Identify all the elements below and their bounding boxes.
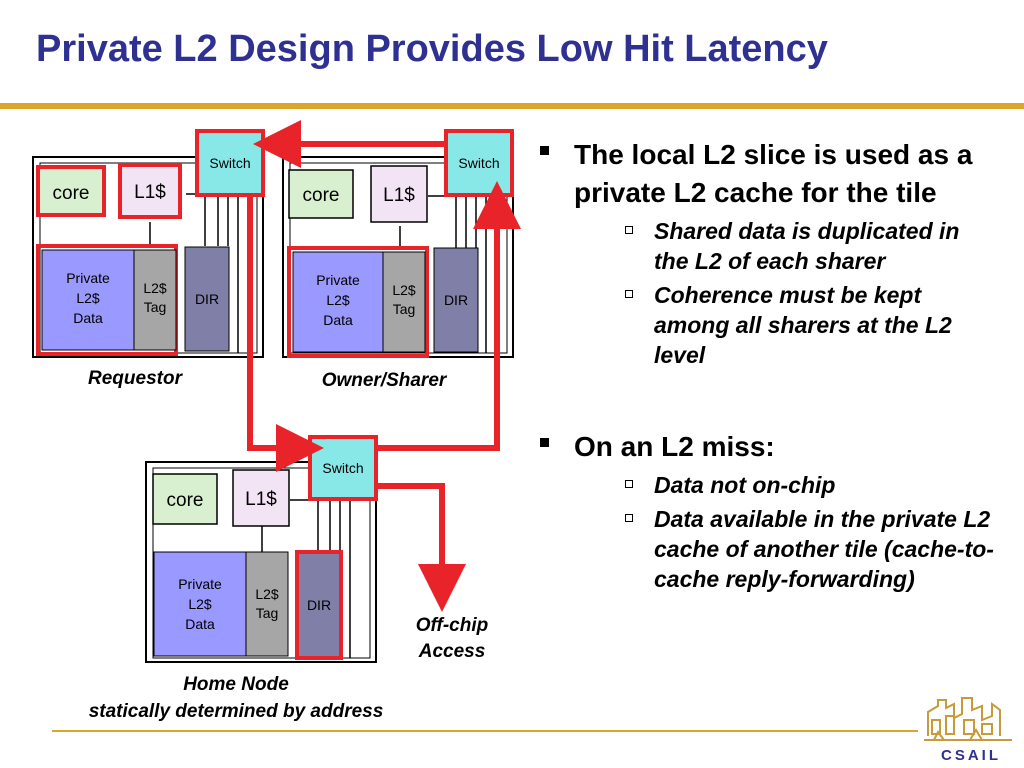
private-l2-highlight <box>287 246 429 358</box>
l1-cache-box <box>370 165 428 223</box>
private-l2-data-box <box>292 251 384 353</box>
sub-bullet-text: Data not on-chip <box>654 472 836 498</box>
home-node-label: Home Node <box>183 674 289 695</box>
dir-label: DIR <box>195 291 219 307</box>
core-box <box>152 473 218 525</box>
l1-cache-label: L1$ <box>134 182 166 203</box>
bullet-list: The local L2 slice is used as a private … <box>540 136 1000 608</box>
offchip-label-line-1: Off-chip <box>416 615 488 636</box>
private-l2-data-line-1: Private <box>66 270 110 286</box>
offchip-label-line-2: Access <box>418 641 486 662</box>
private-l2-data-line-2: L2$ <box>76 290 100 306</box>
sub-bullet-text: Shared data is duplicated in the L2 of e… <box>654 218 960 274</box>
l2-tag-box <box>245 551 289 657</box>
l2-tag-line-2: Tag <box>144 299 167 315</box>
path-home-to-owner <box>376 181 521 451</box>
logo-buildings-icon <box>924 697 1012 741</box>
square-bullet-icon <box>540 438 549 447</box>
switch-label: Switch <box>322 460 363 476</box>
title-divider <box>0 103 1024 109</box>
private-l2-data-box <box>153 551 247 657</box>
tile-owner-sharer: core L1$ Private L2$ Data L2$ Tag DIR Sw… <box>282 129 514 391</box>
switch-box <box>195 129 265 197</box>
sub-bullet-text: Coherence must be kept among all sharers… <box>654 282 952 368</box>
l2-tag-box <box>382 251 426 353</box>
dir-box <box>295 550 343 660</box>
core-label: core <box>53 183 90 204</box>
bullet-text: On an L2 miss: <box>574 431 775 462</box>
sub-bullet-coherence: Coherence must be kept among all sharers… <box>574 280 1000 370</box>
hollow-square-bullet-icon <box>625 290 633 298</box>
core-box <box>288 169 354 219</box>
core-label: core <box>303 185 340 206</box>
dir-label: DIR <box>444 292 468 308</box>
square-bullet-icon <box>540 146 549 155</box>
footer-divider <box>52 730 918 732</box>
l2-tag-line-2: Tag <box>256 605 279 621</box>
switch-label: Switch <box>458 155 499 171</box>
dir-label: DIR <box>307 597 331 613</box>
message-paths <box>247 120 521 612</box>
l2-tag-line-1: L2$ <box>143 280 167 296</box>
home-node-sublabel: statically determined by address <box>89 701 384 722</box>
tile-outline <box>32 156 264 358</box>
l2-tag-line-1: L2$ <box>255 586 279 602</box>
private-l2-data-line-3: Data <box>73 310 103 326</box>
hollow-square-bullet-icon <box>625 480 633 488</box>
sub-bullet-duplicated: Shared data is duplicated in the L2 of e… <box>574 216 1000 276</box>
hollow-square-bullet-icon <box>625 514 633 522</box>
private-l2-data-line-3: Data <box>323 312 353 328</box>
tile-diagram: core L1$ Private L2$ Data L2$ Tag DIR Sw… <box>32 120 521 722</box>
l1-cache-box <box>118 163 182 219</box>
slide-title: Private L2 Design Provides Low Hit Laten… <box>36 28 828 70</box>
csail-buildings-logo: CSAIL <box>924 697 1012 764</box>
private-l2-data-line-1: Private <box>178 576 222 592</box>
tile-requestor: core L1$ Private L2$ Data L2$ Tag DIR Sw… <box>32 129 265 389</box>
l2-tag-line-1: L2$ <box>392 282 416 298</box>
l1-cache-label: L1$ <box>245 489 277 510</box>
private-l2-data-line-1: Private <box>316 272 360 288</box>
dir-box <box>433 247 479 353</box>
requestor-label: Requestor <box>88 368 184 389</box>
private-l2-data-line-2: L2$ <box>326 292 350 308</box>
path-requestor-to-home <box>247 195 324 472</box>
sub-bullet-other-tile: Data available in the private L2 cache o… <box>574 504 1000 594</box>
path-offchip-access <box>376 483 466 612</box>
logo-text: CSAIL <box>941 747 1001 764</box>
dir-box <box>184 246 230 352</box>
sub-bullet-not-on-chip: Data not on-chip <box>574 470 1000 500</box>
sub-bullet-text: Data available in the private L2 cache o… <box>654 506 994 592</box>
bullet-text: The local L2 slice is used as a private … <box>574 139 973 208</box>
core-box <box>36 165 106 217</box>
bullet-local-l2: The local L2 slice is used as a private … <box>540 136 1000 370</box>
private-l2-data-box <box>41 249 135 351</box>
tile-inner-outline <box>152 467 371 659</box>
l1-cache-label: L1$ <box>383 185 415 206</box>
switch-label: Switch <box>209 155 250 171</box>
tile-home-node: core L1$ Private L2$ Data L2$ Tag DIR Sw… <box>89 435 384 722</box>
core-label: core <box>167 490 204 511</box>
owner-sharer-label: Owner/Sharer <box>322 370 448 391</box>
hollow-square-bullet-icon <box>625 226 633 234</box>
bullet-l2-miss: On an L2 miss: Data not on-chip Data ava… <box>540 428 1000 594</box>
l2-tag-box <box>133 249 177 351</box>
l1-cache-box <box>232 469 290 527</box>
tile-outline <box>145 461 377 663</box>
l2-tag-line-2: Tag <box>393 301 416 317</box>
private-l2-data-line-2: L2$ <box>188 596 212 612</box>
private-l2-data-line-3: Data <box>185 616 215 632</box>
